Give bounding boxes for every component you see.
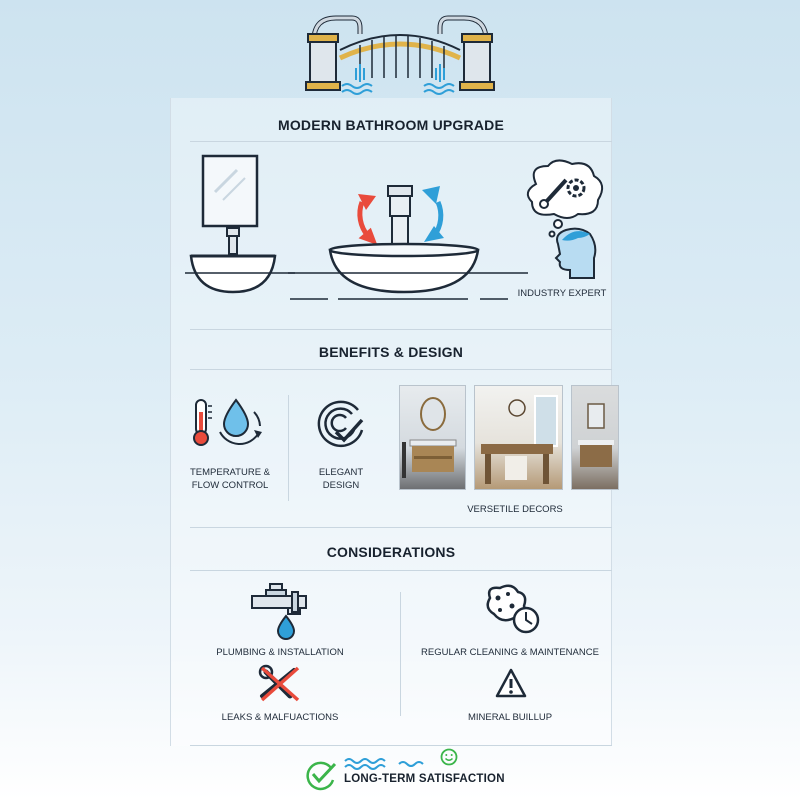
decor-photo-2 [474,385,563,490]
broken-wrench-icon [258,664,300,702]
elegant-checkmark-icon [317,400,364,448]
divider [400,592,401,716]
divider [190,527,612,528]
warning-triangle-icon [495,668,527,698]
small-sink-illustration [185,154,295,294]
benefit-label-temperature: TEMPERATURE & FLOW CONTROL [189,467,271,491]
sponge-clock-icon [486,584,540,634]
bridge-faucet-illustration [305,15,495,95]
divider [190,369,612,370]
checkmark-icon [306,761,337,791]
section-title-benefits: BENEFITS & DESIGN [318,344,464,360]
decor-photo-1 [399,385,466,490]
decor-label: VERSETILE DECORS [467,504,563,515]
thermometer-water-drop-icon [193,398,262,446]
divider [190,745,612,746]
pipe-fitting-icon [251,583,307,640]
industry-expert-icon [526,159,604,279]
footer-label: LONG-TERM SATISFACTION [344,773,505,785]
smiley-icon [440,748,458,766]
decor-photo-3 [571,385,619,490]
consideration-label-leaks: LEAKS & MALFUACTIONS [221,712,339,723]
industry-expert-label: INDUSTRY EXPERT [517,288,607,299]
section-title-considerations: CONSIDERATIONS [326,544,456,560]
divider [288,395,289,501]
consideration-label-plumbing: PLUMBING & INSTALLATION [216,647,344,658]
divider [190,141,612,142]
divider [190,570,612,571]
benefit-label-elegant: ELEGANT DESIGN [318,467,364,491]
consideration-label-cleaning: REGULAR CLEANING & MAINTENANCE [421,647,599,658]
large-sink-faucet-illustration [288,185,528,300]
divider [190,329,612,330]
water-wave-icon [344,758,424,770]
consideration-label-mineral: MINERAL BUILLUP [467,712,553,723]
section-title-upgrade: MODERN BATHROOM UPGRADE [277,117,504,133]
